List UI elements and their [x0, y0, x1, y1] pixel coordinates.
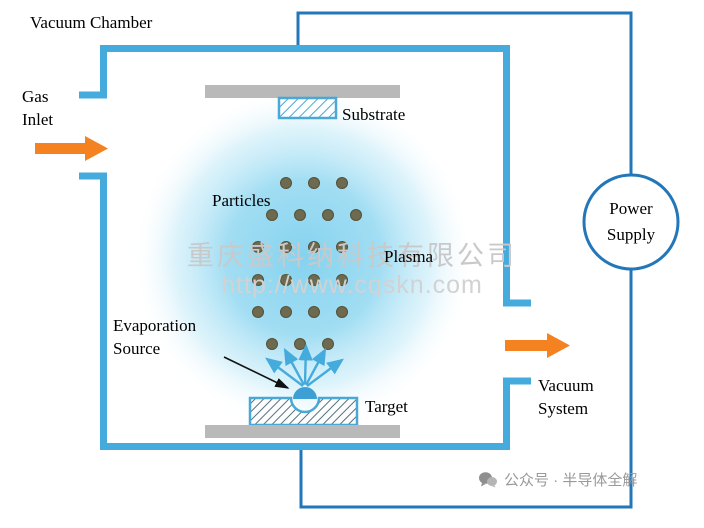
- footer-watermark: 公众号 · 半导体全解: [478, 469, 637, 490]
- label-vacuum-system: Vacuum System: [538, 376, 594, 418]
- particle-dot: [308, 241, 320, 253]
- evaporation-source-pointer-arrow: [223, 356, 290, 389]
- particle-dot: [336, 306, 348, 318]
- label-power-supply: Power Supply: [606, 199, 656, 244]
- evaporation-dome: [293, 387, 317, 399]
- label-target: Target: [365, 397, 408, 416]
- particle-dot: [350, 209, 362, 221]
- particle-dot: [266, 209, 278, 221]
- evaporation-arrow-fan: [265, 343, 344, 387]
- plasma-glow: [131, 86, 475, 430]
- evaporation-arrow: [306, 358, 344, 387]
- chamber-walls: [79, 45, 531, 450]
- particle-dot: [336, 241, 348, 253]
- target-block: [248, 396, 359, 427]
- particle-dot: [280, 241, 292, 253]
- substrate-holder-bar: [205, 85, 400, 98]
- vacuum-outlet-arrow: [505, 333, 570, 358]
- label-particles: Particles: [212, 191, 271, 210]
- particle-dot: [336, 274, 348, 286]
- evaporation-arrow: [283, 347, 306, 386]
- target-holder-bar: [205, 425, 400, 438]
- particles-cluster: [252, 177, 362, 350]
- particle-dot: [308, 274, 320, 286]
- particle-dot: [266, 338, 278, 350]
- particle-dot: [308, 306, 320, 318]
- substrate-block: [277, 96, 338, 120]
- chamber-wall-right-upper: [503, 45, 531, 307]
- label-plasma: Plasma: [384, 247, 434, 266]
- particle-dot: [252, 306, 264, 318]
- label-vacuum-chamber: Vacuum Chamber: [30, 13, 153, 32]
- chamber-wall-left-lower: [79, 172, 107, 450]
- power-wire-top: [296, 11, 633, 180]
- power-wire-bottom: [299, 266, 633, 509]
- wechat-icon: [479, 472, 497, 488]
- evaporation-arrow: [265, 357, 304, 387]
- particle-dot: [308, 177, 320, 189]
- particle-dot: [322, 338, 334, 350]
- particle-dot: [322, 209, 334, 221]
- power-supply-circle: [582, 173, 680, 271]
- particle-dot: [336, 177, 348, 189]
- label-gas-inlet: Gas Inlet: [22, 87, 54, 129]
- particle-dot: [294, 209, 306, 221]
- particle-dot: [252, 241, 264, 253]
- chamber-wall-right-lower: [503, 377, 531, 450]
- evaporation-arrow: [298, 343, 313, 385]
- evaporation-arrow: [304, 347, 327, 386]
- particle-dot: [280, 177, 292, 189]
- particle-dot: [294, 338, 306, 350]
- footer-watermark-text: 公众号 · 半导体全解: [504, 472, 638, 489]
- label-evaporation-source: Evaporation Source: [113, 316, 197, 358]
- gas-inlet-arrow: [35, 136, 108, 161]
- chamber-wall-left-upper: [79, 45, 107, 99]
- particle-dot: [252, 274, 264, 286]
- particle-dot: [280, 274, 292, 286]
- particle-dot: [280, 306, 292, 318]
- label-substrate: Substrate: [342, 105, 406, 124]
